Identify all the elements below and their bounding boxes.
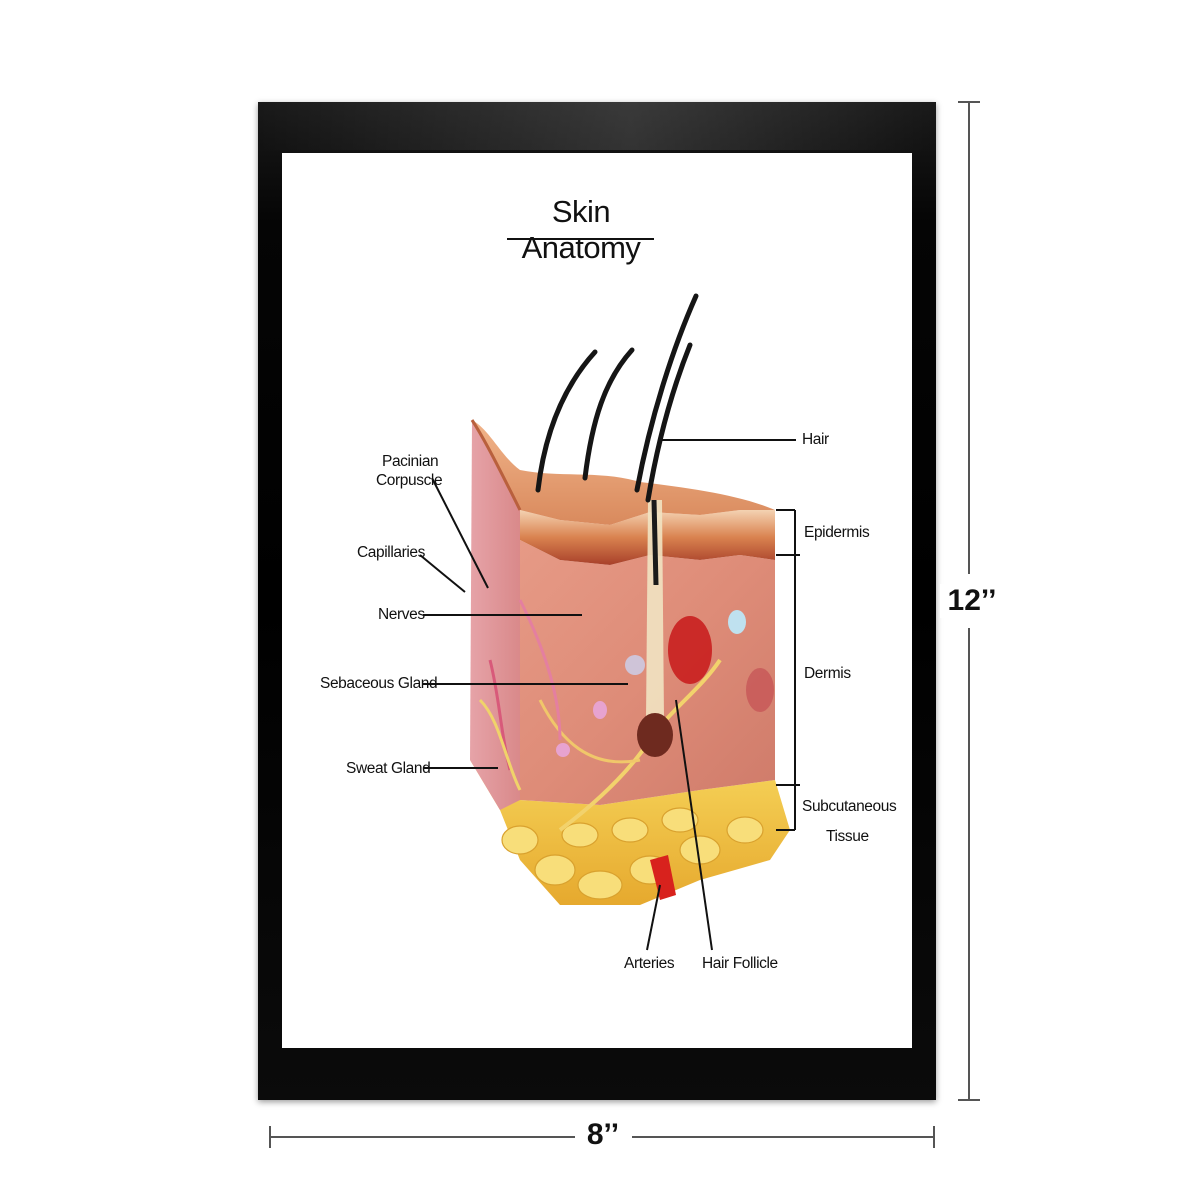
frame-sheen bbox=[258, 102, 936, 150]
width-dimension-label: 8’’ bbox=[577, 1118, 629, 1152]
label-nerves: Nerves bbox=[378, 606, 425, 623]
label-arteries: Arteries bbox=[624, 955, 675, 972]
label-pacinian-2: Corpuscle bbox=[376, 472, 443, 489]
label-sweat-gland: Sweat Gland bbox=[346, 760, 431, 777]
label-subcutaneous-2: Tissue bbox=[826, 828, 869, 845]
label-sebaceous-gland: Sebaceous Gland bbox=[320, 675, 438, 692]
label-hair-follicle: Hair Follicle bbox=[702, 955, 778, 972]
epidermis-front bbox=[520, 510, 775, 565]
height-dimension-tick-top bbox=[958, 101, 980, 103]
label-dermis: Dermis bbox=[804, 665, 851, 682]
height-dimension-line-bottom bbox=[968, 628, 970, 1100]
label-pacinian-1: Pacinian bbox=[382, 453, 439, 470]
height-dimension-tick-bottom bbox=[958, 1099, 980, 1101]
fat-lobules bbox=[501, 807, 764, 900]
label-epidermis: Epidermis bbox=[804, 524, 870, 541]
artery bbox=[650, 855, 676, 900]
title-underline bbox=[507, 238, 654, 240]
width-dimension-tick-right bbox=[933, 1126, 935, 1148]
poster-title: Skin Anatomy bbox=[521, 194, 641, 265]
label-subcutaneous-1: Subcutaneous bbox=[802, 798, 897, 815]
hair-follicle-shape bbox=[637, 499, 673, 757]
label-hair: Hair bbox=[802, 431, 829, 448]
width-dimension-line-right bbox=[632, 1136, 934, 1138]
skin-surface bbox=[472, 420, 775, 525]
width-dimension-tick-left bbox=[269, 1126, 271, 1148]
height-dimension-label: 12’’ bbox=[940, 584, 1004, 618]
leader-lines bbox=[419, 439, 800, 951]
hairs bbox=[535, 293, 699, 503]
label-capillaries: Capillaries bbox=[357, 544, 425, 561]
height-dimension-line-top bbox=[968, 102, 970, 574]
width-dimension-line-left bbox=[270, 1136, 575, 1138]
